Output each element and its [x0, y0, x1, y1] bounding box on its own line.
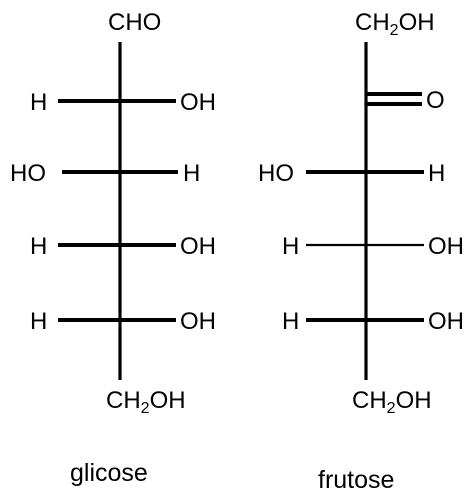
fructose-structure: CH2OH O HO H H OH H OH CH2OH frutose	[258, 9, 464, 494]
fructose-bottom-sub: 2	[387, 400, 396, 417]
fructose-top-sub: 2	[390, 22, 399, 39]
fructose-top-group: CH2OH	[355, 9, 435, 39]
glucose-left-3: H	[30, 233, 47, 260]
glucose-bottom-sub: 2	[141, 400, 150, 417]
glucose-bottom-main: CH	[106, 387, 141, 414]
fructose-top-main: CH	[355, 9, 390, 36]
fructose-top-tail: OH	[399, 9, 435, 36]
fructose-left-2: H	[282, 233, 299, 260]
glucose-bottom-tail: OH	[150, 387, 186, 414]
glucose-bottom-group: CH2OH	[106, 387, 186, 417]
glucose-name: glicose	[70, 459, 148, 487]
glucose-top-group: CHO	[108, 9, 161, 36]
fructose-left-3: H	[282, 308, 299, 335]
glucose-right-3: OH	[180, 233, 216, 260]
fructose-name: frutose	[318, 466, 394, 494]
fructose-bottom-group: CH2OH	[352, 387, 432, 417]
glucose-right-1: OH	[180, 89, 216, 116]
fructose-carbonyl-oxygen: O	[426, 87, 445, 114]
fructose-bottom-main: CH	[352, 387, 387, 414]
fructose-right-3: OH	[428, 308, 464, 335]
glucose-structure: CHO H OH HO H H OH H OH CH2OH glicose	[10, 9, 216, 487]
fructose-bottom-tail: OH	[396, 387, 432, 414]
glucose-right-2: H	[183, 160, 200, 187]
glucose-left-4: H	[30, 308, 47, 335]
glucose-right-4: OH	[180, 308, 216, 335]
fructose-right-2: OH	[428, 233, 464, 260]
fructose-right-1: H	[428, 160, 445, 187]
fructose-left-1: HO	[258, 160, 294, 187]
glucose-left-1: H	[30, 89, 47, 116]
glucose-left-2: HO	[10, 160, 46, 187]
